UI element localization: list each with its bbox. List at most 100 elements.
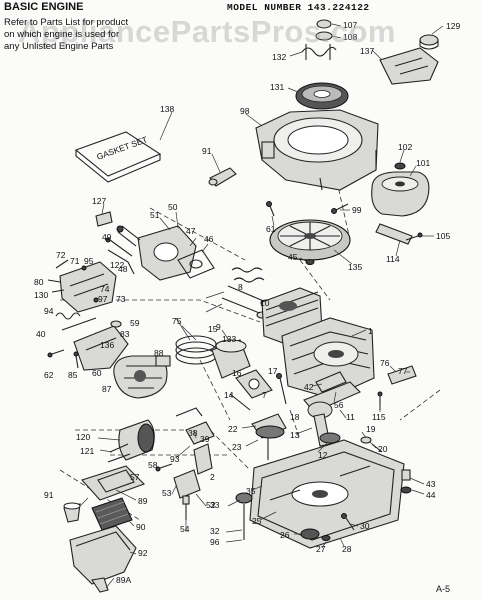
callout-60: 60 [92, 368, 102, 378]
callout-73: 73 [116, 294, 126, 304]
callout-30: 30 [360, 521, 370, 531]
callout-133: 133 [222, 334, 236, 344]
part-101-muffler [371, 171, 430, 217]
callout-93: 93 [170, 454, 180, 464]
part-40-link [55, 312, 97, 331]
part-8-valve-spring [231, 267, 265, 283]
part-15-piston-rings [175, 335, 217, 365]
part-45-nut [305, 259, 315, 265]
callout-92: 92 [138, 548, 148, 558]
callout-62: 62 [44, 370, 54, 380]
callout-40: 40 [36, 329, 46, 339]
callout-129: 129 [446, 21, 460, 31]
callout-105: 105 [436, 231, 450, 241]
callout-87: 87 [102, 384, 112, 394]
callout-95: 95 [84, 256, 94, 266]
callout-7: 7 [262, 390, 267, 400]
callout-132: 132 [272, 52, 286, 62]
callout-22: 22 [228, 424, 238, 434]
callout-46: 46 [204, 234, 214, 244]
callout-53: 53 [162, 488, 172, 498]
part-62-screw [47, 349, 65, 358]
part-91-pin [208, 167, 237, 187]
callout-80: 80 [34, 277, 44, 287]
callout-108: 108 [343, 32, 357, 42]
callout-97: 97 [98, 294, 108, 304]
callout-115: 115 [372, 412, 386, 422]
callout-107: 107 [343, 20, 357, 30]
part-136-carburetor-assembly [113, 355, 171, 399]
callout-45: 45 [288, 252, 298, 262]
callout-122: 122 [110, 260, 124, 270]
callout-2: 2 [210, 472, 215, 482]
callout-16: 16 [232, 368, 242, 378]
part-114-exhaust-pipe [375, 223, 423, 245]
part-83-bracket [73, 320, 129, 371]
callout-137: 137 [360, 46, 374, 56]
callout-51: 51 [150, 210, 160, 220]
part-102-nut [394, 162, 406, 170]
part-127-shaft [95, 211, 113, 227]
callout-61: 61 [266, 224, 276, 234]
part-85-screw [73, 351, 79, 369]
callout-83: 83 [120, 329, 130, 339]
page-code: A-5 [436, 584, 451, 594]
callout-138: 138 [160, 104, 174, 114]
callout-17: 17 [268, 366, 278, 376]
callout-32: 32 [210, 526, 220, 536]
callout-33: 33 [210, 500, 220, 510]
callout-59: 59 [130, 318, 140, 328]
callout-42: 42 [304, 382, 314, 392]
part-43-drain-plug [400, 469, 412, 494]
callout-49: 49 [102, 232, 112, 242]
callout-27: 27 [316, 544, 326, 554]
part-91-cup [63, 502, 81, 523]
part-38-breather [175, 407, 215, 475]
part-27-nut [321, 535, 331, 541]
part-53-bracket [173, 469, 201, 499]
callout-99: 99 [352, 205, 362, 215]
callout-114: 114 [386, 254, 400, 264]
part-129-cap [419, 34, 439, 50]
part-132-spring-clip [301, 44, 337, 60]
callout-18: 18 [290, 412, 300, 422]
callout-13: 13 [290, 430, 300, 440]
callout-58: 58 [148, 460, 158, 470]
callout-98: 98 [240, 106, 250, 116]
callout-25: 25 [252, 516, 262, 526]
part-9-piston [211, 339, 251, 379]
note-line-1: Refer to Parts List for product [4, 17, 129, 28]
callout-38: 38 [188, 428, 198, 438]
callout-9: 9 [216, 322, 221, 332]
callout-90: 90 [136, 522, 146, 532]
callout-120: 120 [76, 432, 90, 442]
part-92-air-cleaner-base [69, 525, 137, 593]
note-line-3: any Unlisted Engine Parts [4, 41, 114, 52]
svg-text:GASKET SET: GASKET SET [95, 134, 148, 162]
callout-76: 76 [380, 358, 390, 368]
callout-8: 8 [238, 282, 243, 292]
callout-14: 14 [224, 390, 234, 400]
part-42-seal [315, 371, 347, 393]
part-107-nut [315, 19, 333, 41]
callout-23: 23 [232, 442, 242, 452]
part-54-screw [182, 495, 190, 520]
callout-11: 11 [346, 412, 355, 422]
callout-127: 127 [92, 196, 106, 206]
part-99-screw [331, 203, 349, 214]
callout-39: 39 [200, 434, 210, 444]
part-46-gasket [177, 249, 215, 279]
callout-85: 85 [68, 370, 78, 380]
callout-44: 44 [426, 490, 436, 500]
part-26-washer [300, 528, 320, 540]
callout-101: 101 [416, 158, 430, 168]
callout-15: 15 [208, 324, 218, 334]
callout-12: 12 [318, 450, 328, 460]
part-89-filter-frame [81, 465, 145, 501]
diagram-title: BASIC ENGINE [4, 1, 84, 13]
part-17-bolt [276, 373, 287, 405]
callout-74: 74 [100, 284, 110, 294]
callout-35: 35 [246, 486, 256, 496]
